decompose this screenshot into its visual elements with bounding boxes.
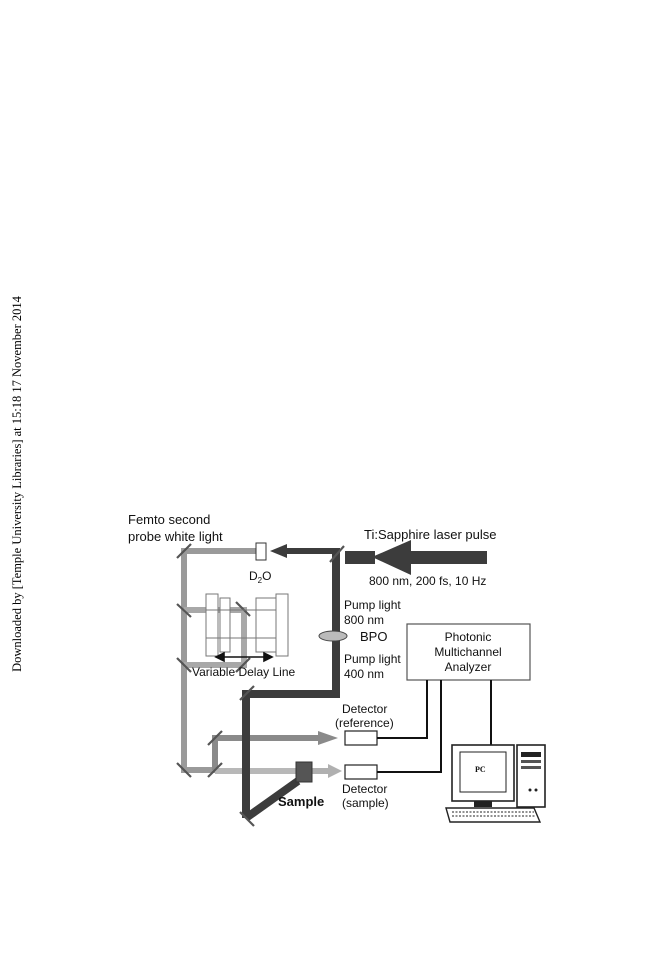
mirror-pump-bottom [239, 811, 255, 827]
pc-computer [445, 744, 546, 823]
pump400-label-line2: 400 nm [344, 667, 384, 681]
mirror-pump-corner [239, 685, 255, 701]
delay-line-label: Variable Delay Line [192, 665, 295, 679]
pump800-label-line1: Pump light [344, 598, 401, 612]
detector-sample-label-line1: Detector [342, 782, 387, 796]
femto-label-line1: Femto second [128, 512, 210, 527]
delay-double-arrow [214, 651, 274, 663]
mirror-delay1 [235, 601, 251, 617]
laser-pulse-arrow [345, 540, 487, 575]
mirror-reference [207, 730, 223, 746]
pump800-label-line2: 800 nm [344, 613, 384, 627]
sample-label: Sample [278, 794, 324, 809]
reference-beam-arrow [318, 731, 338, 745]
pc-label: PC [475, 765, 486, 774]
mirror-delay2 [235, 657, 251, 673]
pump-beam [242, 544, 340, 822]
mirrors [176, 543, 345, 827]
analyzer-label-line1: Photonic [445, 630, 492, 644]
detector-reference [344, 730, 378, 746]
mirror-laser-split [329, 545, 345, 563]
sample-cell [295, 761, 313, 783]
d2o-cell [255, 542, 267, 561]
mirror-probe-bottom [176, 762, 192, 778]
d2o-label: D2O [249, 569, 271, 585]
analyzer-box [406, 623, 531, 681]
bpo-crystal [318, 630, 348, 642]
sample-to-detector-beam [312, 768, 330, 774]
delay-stage [205, 593, 289, 657]
cables [377, 680, 492, 773]
mirror-beamsplit [207, 762, 223, 778]
analyzer-label-line3: Analyzer [445, 660, 492, 674]
sample-beam-arrow [328, 764, 342, 778]
femto-label-line2: probe white light [128, 529, 223, 544]
detector-ref-label-line2: (reference) [335, 716, 394, 730]
bpo-label: BPO [360, 629, 387, 644]
detector-sample [344, 764, 378, 780]
pump400-label-line1: Pump light [344, 652, 401, 666]
mirror-probe-left2 [176, 657, 192, 673]
detector-ref-label-line1: Detector [342, 702, 387, 716]
laser-label: Ti:Sapphire laser pulse [364, 527, 496, 542]
detector-sample-label-line2: (sample) [342, 796, 389, 810]
laser-params-label: 800 nm, 200 fs, 10 Hz [369, 574, 486, 588]
mirror-probe-left1 [176, 603, 192, 618]
analyzer-label-line2: Multichannel [434, 645, 501, 659]
mirror-probe-top [176, 543, 192, 559]
